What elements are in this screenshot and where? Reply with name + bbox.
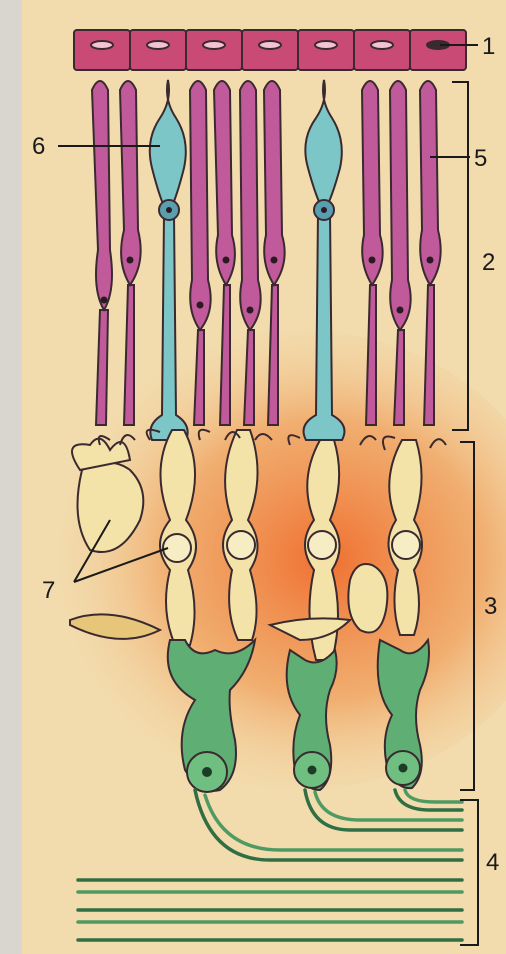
left-margin-strip: [0, 0, 22, 954]
label-4: 4: [486, 849, 499, 876]
label-5: 5: [474, 145, 487, 172]
label-6: 6: [32, 133, 45, 160]
label-2: 2: [482, 249, 495, 276]
label-3: 3: [484, 593, 497, 620]
label-1: 1: [482, 33, 495, 60]
label-7: 7: [42, 577, 55, 604]
pigment-epithelium: [74, 30, 466, 70]
